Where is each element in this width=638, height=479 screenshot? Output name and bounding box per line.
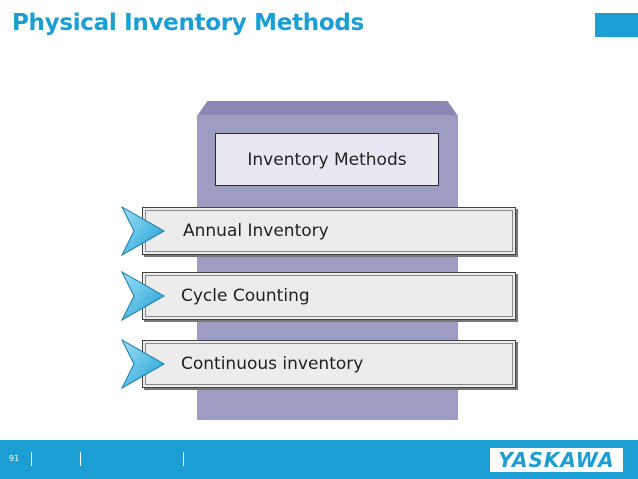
method-label: Annual Inventory [183,221,329,241]
arrow-icon [120,338,166,390]
method-bar-continuous: Continuous inventory [142,340,516,388]
diagram-header-box: Inventory Methods [215,133,439,186]
arrow-icon [120,270,166,322]
method-label: Continuous inventory [181,354,364,374]
method-label: Cycle Counting [181,286,310,306]
footer-separator [31,452,32,466]
page-number: 91 [9,454,20,463]
method-bar-annual: Annual Inventory [142,207,516,255]
pillar-top [197,101,458,116]
diagram-header-label: Inventory Methods [247,149,407,170]
corner-accent-block [595,13,638,37]
method-bar-cycle: Cycle Counting [142,272,516,320]
footer-separator [183,452,184,466]
arrow-icon [120,205,166,257]
slide-title: Physical Inventory Methods [12,10,364,36]
yaskawa-logo: YASKAWA [490,448,623,472]
logo-text: YASKAWA [498,448,615,472]
footer-bar: 91 YASKAWA [0,440,638,479]
footer-separator [80,452,81,466]
